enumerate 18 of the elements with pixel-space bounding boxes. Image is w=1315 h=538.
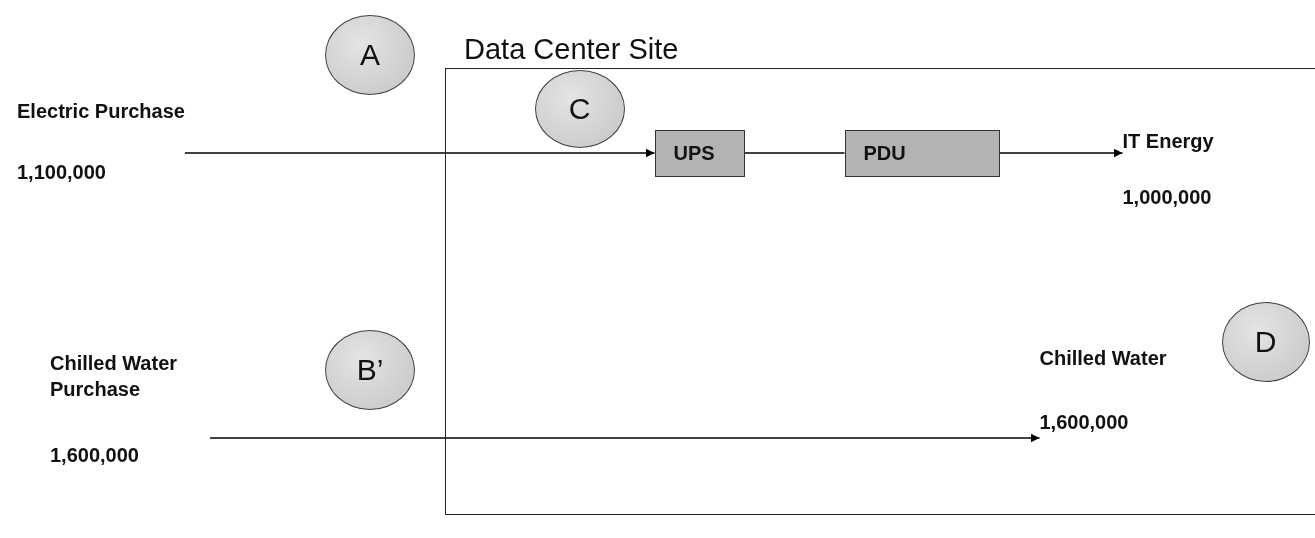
flow-label: Chilled Water — [1039, 345, 1167, 371]
flow-label: Chilled Water Purchase — [50, 351, 179, 402]
callout-circle: B’ — [325, 330, 415, 410]
arrow — [209, 433, 1041, 443]
callout-circle: A — [325, 15, 415, 95]
site-title: Data Center Site — [464, 33, 679, 66]
flow-value: 1,600,000 — [1039, 409, 1129, 435]
flow-value: 1,100,000 — [17, 160, 106, 185]
flow-value: 1,600,000 — [50, 443, 139, 468]
flow-value: 1,000,000 — [1122, 184, 1212, 210]
arrow — [998, 148, 1124, 158]
device-box: UPS — [654, 129, 745, 177]
arrow — [184, 148, 656, 158]
device-box: PDU — [844, 129, 1000, 177]
callout-circle: D — [1221, 301, 1310, 382]
callout-circle: C — [534, 69, 625, 148]
flow-label: Electric Purchase — [17, 99, 185, 124]
flow-label: IT Energy — [1122, 128, 1214, 154]
